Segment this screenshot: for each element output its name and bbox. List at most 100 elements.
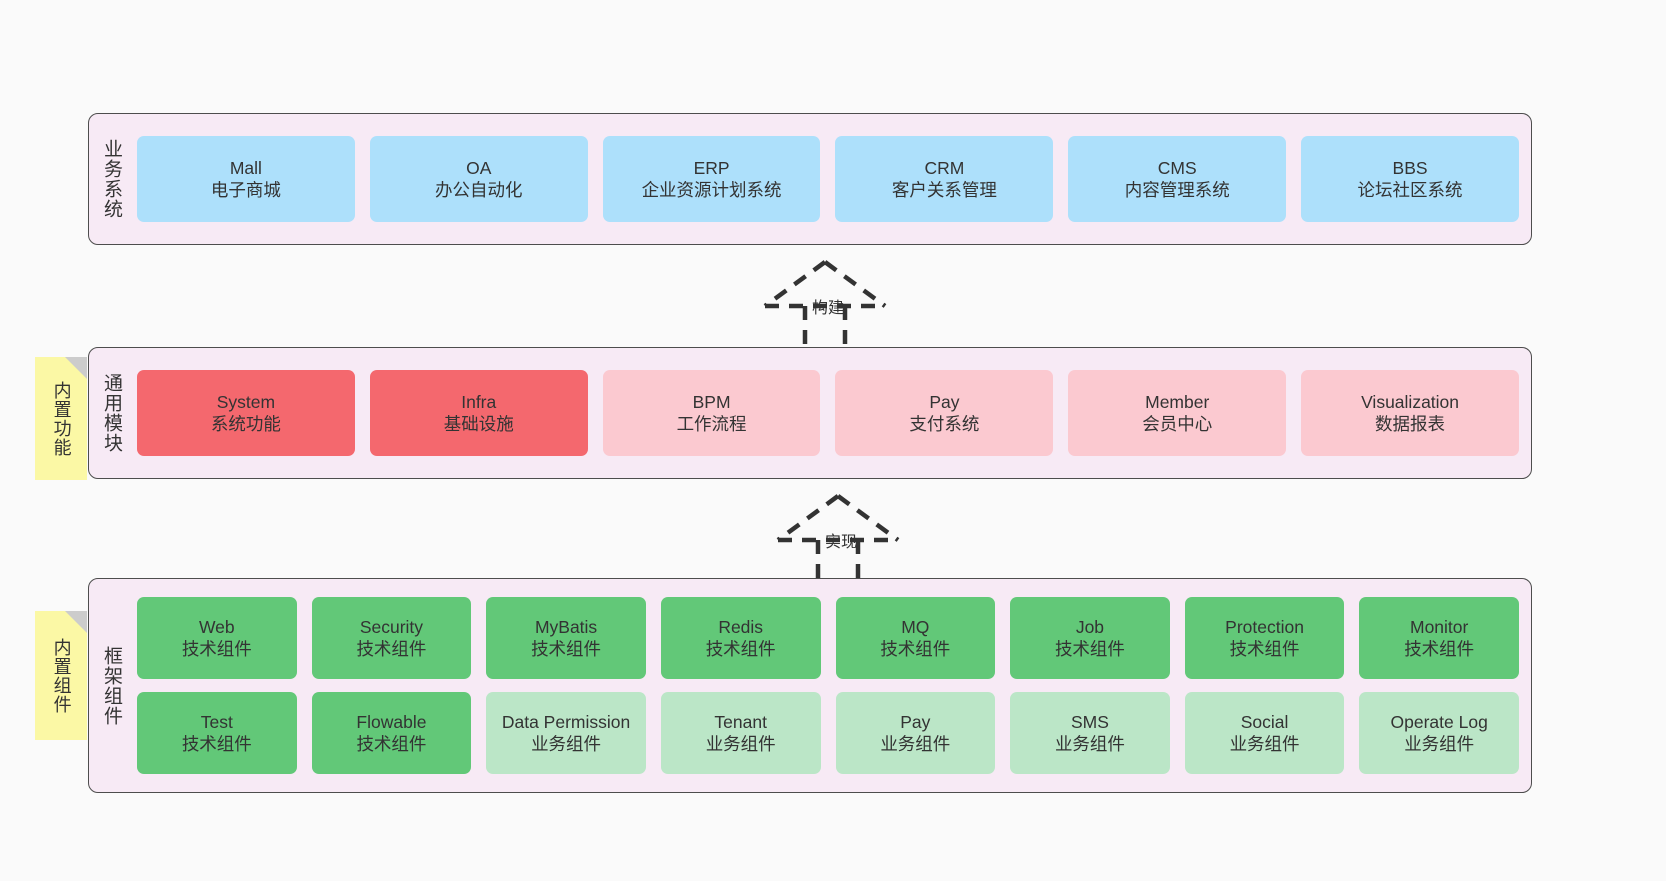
node-title-en: Operate Log [1390, 711, 1488, 732]
layer-title-framework-component: 框架组件 [101, 645, 123, 726]
node-title-en: Data Permission [501, 711, 631, 732]
node-crm[interactable]: CRM 客户关系管理 [835, 136, 1054, 222]
node-title-en: Visualization [1361, 391, 1460, 412]
node-mq[interactable]: MQ 技术组件 [835, 597, 996, 679]
node-title-cn: 客户关系管理 [891, 180, 997, 200]
node-title-cn: 工作流程 [676, 414, 747, 434]
node-job[interactable]: Job 技术组件 [1010, 597, 1170, 679]
sticky-note-label: 内置功能 [51, 380, 72, 457]
node-title-en: OA [466, 157, 492, 178]
node-title-cn: 技术组件 [1054, 639, 1125, 659]
node-row: System 系统功能 Infra 基础设施 BPM 工作流程 Pay 支付系统… [137, 370, 1519, 456]
node-title-cn: 论坛社区系统 [1357, 180, 1463, 200]
node-title-en: Pay [929, 391, 960, 412]
node-operate-log[interactable]: Operate Log 业务组件 [1359, 692, 1519, 774]
layer-body-framework-component: Web 技术组件 Security 技术组件 MyBatis 技术组件 Redi… [133, 579, 1531, 792]
connector-label-implement: 实现 [825, 534, 858, 551]
node-monitor[interactable]: Monitor 技术组件 [1359, 597, 1519, 679]
node-title-cn: 会员中心 [1142, 414, 1213, 434]
node-title-cn: 技术组件 [1404, 639, 1475, 659]
node-title-en: MQ [901, 616, 930, 637]
node-title-cn: 支付系统 [909, 414, 980, 434]
node-title-en: ERP [693, 157, 730, 178]
node-visualization[interactable]: Visualization 数据报表 [1301, 370, 1519, 456]
arrow-head-right [836, 494, 900, 542]
node-title-en: Infra [461, 391, 497, 412]
arrow-head-left [763, 260, 827, 308]
node-title-cn: 技术组件 [705, 639, 776, 659]
node-title-en: Mall [229, 157, 262, 178]
arrow-head-right [823, 260, 887, 308]
generalization-arrow-implement [776, 494, 900, 580]
node-title-en: SMS [1070, 711, 1109, 732]
sticky-note-builtin-function: 内置功能 [35, 357, 87, 480]
node-web[interactable]: Web 技术组件 [137, 597, 297, 679]
node-title-cn: 电子商城 [210, 180, 281, 200]
node-title-cn: 业务组件 [705, 734, 776, 754]
node-title-cn: 企业资源计划系统 [641, 180, 782, 200]
node-erp[interactable]: ERP 企业资源计划系统 [602, 136, 821, 222]
node-title-en: Security [359, 616, 424, 637]
node-bbs[interactable]: BBS 论坛社区系统 [1301, 136, 1519, 222]
node-test[interactable]: Test 技术组件 [137, 692, 297, 774]
generalization-arrow-build [763, 260, 887, 346]
sticky-fold-icon [65, 611, 87, 633]
node-oa[interactable]: OA 办公自动化 [369, 136, 588, 222]
node-member[interactable]: Member 会员中心 [1068, 370, 1287, 456]
node-title-cn: 业务组件 [1054, 734, 1125, 754]
node-title-cn: 业务组件 [1404, 734, 1475, 754]
node-social[interactable]: Social 业务组件 [1184, 692, 1345, 774]
layer-title-common-module: 通用模块 [101, 373, 123, 453]
node-title-en: Tenant [714, 711, 767, 732]
layer-body-common-module: System 系统功能 Infra 基础设施 BPM 工作流程 Pay 支付系统… [133, 348, 1531, 478]
node-redis[interactable]: Redis 技术组件 [660, 597, 821, 679]
node-sms[interactable]: SMS 业务组件 [1010, 692, 1170, 774]
node-pay-component[interactable]: Pay 业务组件 [835, 692, 996, 774]
node-title-cn: 技术组件 [531, 639, 602, 659]
node-title-en: Flowable [356, 711, 427, 732]
node-title-en: BBS [1392, 157, 1428, 178]
node-mybatis[interactable]: MyBatis 技术组件 [486, 597, 646, 679]
node-title-cn: 业务组件 [1229, 734, 1300, 754]
layer-business-system[interactable]: 业务系统 Mall 电子商城 OA 办公自动化 ERP 企业资源计划系统 CRM… [88, 113, 1532, 245]
node-row-biz: Test 技术组件 Flowable 技术组件 Data Permission … [137, 692, 1519, 774]
node-data-permission[interactable]: Data Permission 业务组件 [486, 692, 646, 774]
layer-framework-component[interactable]: 框架组件 Web 技术组件 Security 技术组件 MyBatis 技术组件… [88, 578, 1532, 793]
node-title-en: Web [198, 616, 235, 637]
node-title-cn: 技术组件 [1229, 639, 1300, 659]
node-infra[interactable]: Infra 基础设施 [369, 370, 588, 456]
node-title-cn: 技术组件 [356, 639, 427, 659]
node-title-cn: 基础设施 [443, 414, 514, 434]
node-title-cn: 办公自动化 [434, 180, 523, 200]
node-row: Mall 电子商城 OA 办公自动化 ERP 企业资源计划系统 CRM 客户关系… [137, 136, 1519, 222]
node-title-en: Job [1075, 616, 1105, 637]
layer-common-module[interactable]: 通用模块 System 系统功能 Infra 基础设施 BPM 工作流程 Pay… [88, 347, 1532, 479]
node-flowable[interactable]: Flowable 技术组件 [311, 692, 472, 774]
node-title-cn: 内容管理系统 [1124, 180, 1230, 200]
node-cms[interactable]: CMS 内容管理系统 [1068, 136, 1287, 222]
node-title-cn: 技术组件 [356, 734, 427, 754]
node-title-en: Monitor [1410, 616, 1469, 637]
node-title-en: Social [1240, 711, 1289, 732]
connector-label-build: 构建 [812, 300, 845, 317]
node-pay-module[interactable]: Pay 支付系统 [835, 370, 1054, 456]
node-tenant[interactable]: Tenant 业务组件 [660, 692, 821, 774]
node-protection[interactable]: Protection 技术组件 [1184, 597, 1345, 679]
node-row-tech: Web 技术组件 Security 技术组件 MyBatis 技术组件 Redi… [137, 597, 1519, 679]
node-title-en: MyBatis [534, 616, 598, 637]
node-title-en: CMS [1157, 157, 1197, 178]
node-title-en: Pay [900, 711, 931, 732]
node-system[interactable]: System 系统功能 [137, 370, 355, 456]
sticky-note-label: 内置组件 [51, 637, 72, 714]
node-title-cn: 数据报表 [1375, 414, 1446, 434]
node-title-cn: 业务组件 [531, 734, 602, 754]
arrow-head-left [776, 494, 840, 542]
node-mall[interactable]: Mall 电子商城 [137, 136, 355, 222]
sticky-note-builtin-component: 内置组件 [35, 611, 87, 740]
layer-title-business-system: 业务系统 [101, 139, 123, 219]
node-title-cn: 业务组件 [880, 734, 951, 754]
node-title-cn: 系统功能 [210, 414, 281, 434]
node-bpm[interactable]: BPM 工作流程 [602, 370, 821, 456]
node-security[interactable]: Security 技术组件 [311, 597, 472, 679]
node-title-en: CRM [924, 157, 965, 178]
